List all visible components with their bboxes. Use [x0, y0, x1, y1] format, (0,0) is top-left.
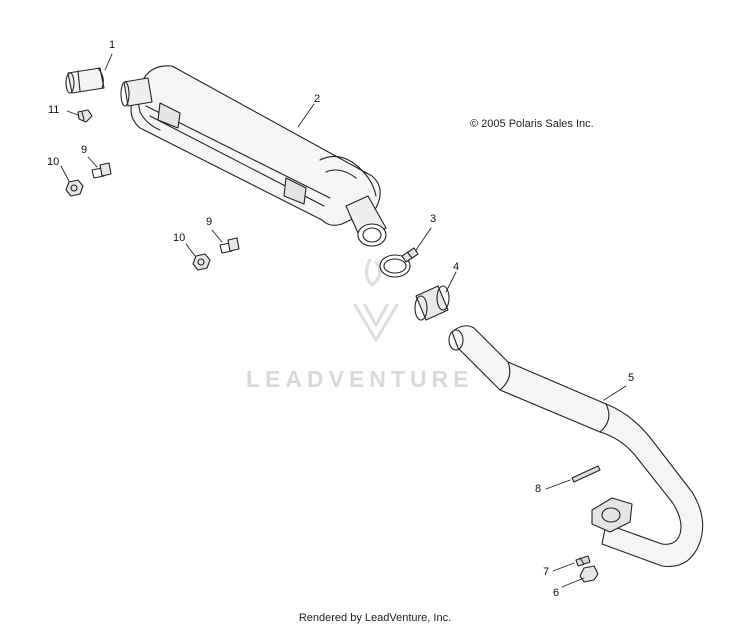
callout-1: 1 — [109, 39, 116, 51]
part-5-header-pipe — [448, 325, 704, 568]
callout-line-7 — [552, 562, 575, 572]
callout-line-10a — [60, 165, 70, 182]
callout-9-mid: 9 — [206, 216, 213, 228]
callout-line-11 — [66, 110, 79, 116]
callout-11: 11 — [48, 104, 60, 116]
callout-line-2 — [297, 103, 315, 128]
part-9-bolt-left — [91, 162, 112, 179]
part-9-bolt-mid — [219, 237, 240, 254]
part-7-washer — [575, 555, 591, 567]
part-11-clip — [77, 109, 93, 123]
callout-line-9b — [211, 229, 223, 243]
callout-9-left: 9 — [81, 144, 88, 156]
part-6-nut — [579, 565, 599, 583]
part-10-nut-left — [65, 179, 84, 197]
part-4-sleeve — [414, 285, 450, 321]
part-10-nut-mid — [192, 253, 211, 271]
watermark-logo — [353, 258, 399, 342]
callout-line-3 — [415, 227, 432, 251]
callout-5: 5 — [628, 372, 635, 384]
callout-4: 4 — [453, 261, 460, 273]
callout-3: 3 — [430, 213, 437, 225]
callout-line-9a — [87, 156, 98, 168]
callout-6: 6 — [553, 587, 560, 599]
callout-7: 7 — [543, 566, 550, 578]
callout-line-8 — [545, 479, 571, 490]
part-3-clamp — [379, 247, 419, 278]
part-8-gasket — [571, 465, 601, 483]
callout-2: 2 — [314, 93, 321, 105]
callout-line-6 — [561, 577, 585, 588]
callout-line-5 — [603, 385, 627, 401]
footer-credit: Rendered by LeadVenture, Inc. — [298, 612, 452, 624]
callout-10-mid: 10 — [173, 232, 186, 244]
part-1-tail-pipe-tip — [65, 67, 105, 94]
copyright-text: © 2005 Polaris Sales Inc. — [470, 118, 594, 130]
callout-10-left: 10 — [47, 156, 60, 168]
callout-line-1 — [104, 53, 113, 71]
callout-line-4 — [445, 271, 457, 293]
callout-8: 8 — [535, 483, 542, 495]
part-2-muffler — [120, 65, 387, 247]
callout-line-10b — [185, 243, 196, 257]
watermark-text: LEADVENTURE — [246, 366, 474, 392]
